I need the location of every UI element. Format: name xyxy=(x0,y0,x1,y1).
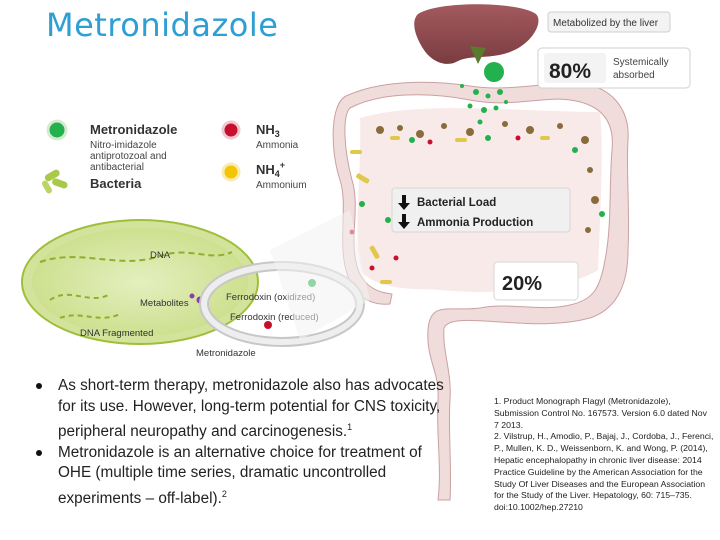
systemic-label-line1: Systemically xyxy=(613,57,669,68)
nh4-legend-icon xyxy=(221,162,241,182)
effect-2-label: Ammonia Production xyxy=(417,217,533,229)
bullet-list: As short-term therapy, metronidazole als… xyxy=(34,376,454,510)
references: 1. Product Monograph Flagyl (Metronidazo… xyxy=(494,396,714,514)
zoom-wedge xyxy=(270,210,370,340)
legend-nh3-desc: Ammonia xyxy=(256,140,299,151)
legend: Metronidazole Nitro-imidazole antiprotoz… xyxy=(42,119,307,194)
systemic-percent: 80% xyxy=(549,60,591,83)
reference-item: 2. Vilstrup, H., Amodio, P., Bajaj, J., … xyxy=(494,431,714,513)
bacterial-cell: DNA Metabolites DNA Fragmented xyxy=(21,219,259,345)
legend-nh4-subscript: 4 xyxy=(275,169,280,179)
bullet-text: Metronidazole is an alternative choice f… xyxy=(58,443,422,508)
legend-nh3-subscript: 3 xyxy=(275,129,280,139)
legend-metronidazole-desc-1: Nitro-imidazole xyxy=(90,140,157,151)
systemic-label-line2: absorbed xyxy=(613,70,655,81)
legend-metronidazole-name: Metronidazole xyxy=(90,122,177,137)
legend-metronidazole-desc-3: antibacterial xyxy=(90,162,144,173)
legend-nh3-name: NH xyxy=(256,122,275,137)
down-arrow-icon xyxy=(398,214,410,229)
svg-text:NH4+: NH4+ xyxy=(256,160,285,179)
colon-callout: 20% xyxy=(493,261,579,301)
bacteria-legend-icon xyxy=(42,169,68,194)
legend-nh4-superscript: + xyxy=(280,160,285,170)
bullet-item: Metronidazole is an alternative choice f… xyxy=(34,443,454,510)
legend-bacteria-name: Bacteria xyxy=(90,176,142,191)
metabolites-label: Metabolites xyxy=(140,298,189,309)
bullet-ref: 2 xyxy=(221,489,227,500)
liver-callout: Metabolized by the liver xyxy=(547,11,671,33)
svg-text:NH3: NH3 xyxy=(256,122,280,139)
ferrodoxin-reduced-label: Ferrodoxin (reduced) xyxy=(230,312,319,323)
absorption-dots xyxy=(460,62,508,125)
liver-label: Metabolized by the liver xyxy=(553,18,659,29)
bullet-text: As short-term therapy, metronidazole als… xyxy=(58,377,444,441)
ferrodoxin-oxidized-label: Ferrodoxin (oxidized) xyxy=(226,292,315,303)
liver-illustration xyxy=(414,4,539,64)
colon-contents xyxy=(349,121,605,284)
dna-fragmented-label: DNA Fragmented xyxy=(80,328,153,339)
cell-caption: Metronidazole xyxy=(196,348,256,359)
legend-nh4-desc: Ammonium xyxy=(256,180,307,191)
bullet-ref: 1 xyxy=(347,422,353,433)
bullet-item: As short-term therapy, metronidazole als… xyxy=(34,376,454,443)
effect-callout: Bacterial Load Ammonia Production xyxy=(391,187,571,233)
colon-percent: 20% xyxy=(502,273,542,295)
legend-metronidazole-desc-2: antiprotozoal and xyxy=(90,151,167,162)
metronidazole-legend-icon xyxy=(46,119,68,141)
reference-item: 1. Product Monograph Flagyl (Metronidazo… xyxy=(494,396,707,430)
systemic-callout: 80% Systemically absorbed xyxy=(537,47,691,89)
slide-title: Metronidazole xyxy=(46,6,279,44)
nh3-legend-icon xyxy=(221,120,241,140)
down-arrow-icon xyxy=(398,195,410,210)
dna-label: DNA xyxy=(150,250,171,261)
legend-nh4-name: NH xyxy=(256,162,275,177)
effect-1-label: Bacterial Load xyxy=(417,197,496,209)
